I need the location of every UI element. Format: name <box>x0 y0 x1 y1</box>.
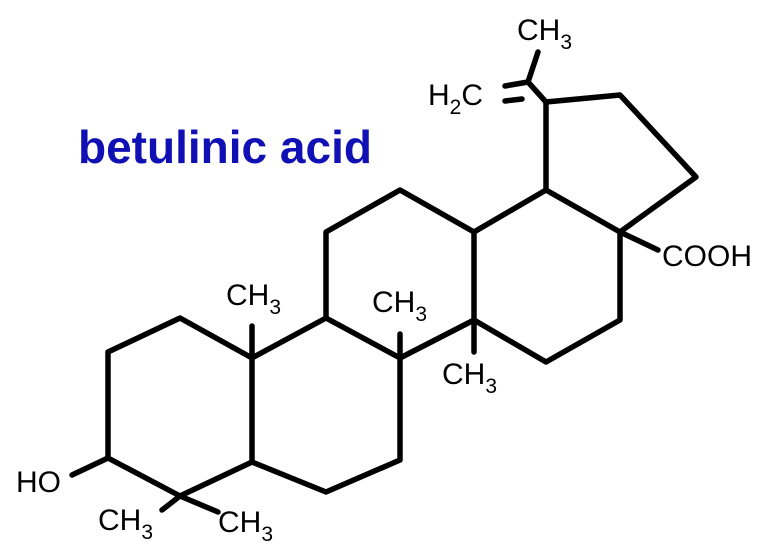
carboxyl-label: COOH <box>662 240 752 273</box>
ring-d <box>471 187 623 365</box>
methyl-c4a-label: CH3 <box>98 504 153 544</box>
methyl-c4b-label: CH3 <box>218 506 273 545</box>
methyl-c10-label: CH3 <box>226 279 281 319</box>
ring-c <box>323 187 477 361</box>
ring-b <box>249 315 403 495</box>
methyl-c14-label: CH3 <box>442 358 497 398</box>
atom-labels: CH3 H2C COOH CH3 CH3 CH3 HO CH3 CH3 <box>16 14 752 545</box>
methyl-c4a-bond <box>159 493 183 513</box>
methylene-double-bond-a <box>502 79 531 89</box>
methyl-c4b-bond <box>177 493 221 515</box>
isopropenyl-methyl-bond <box>525 49 541 85</box>
carboxyl-bond <box>617 229 661 253</box>
ring-e <box>543 92 699 235</box>
ring-a <box>105 315 255 499</box>
methyl-isopropenyl-label: CH3 <box>517 14 572 54</box>
methylene-label: H2C <box>428 79 483 119</box>
methyl-c8-label: CH3 <box>372 286 427 326</box>
skeleton-bonds <box>69 49 699 515</box>
hydroxyl-bond <box>69 455 111 478</box>
methylene-double-bond-b <box>502 96 525 104</box>
hydroxyl-label: HO <box>16 466 61 499</box>
isopropenyl-bond <box>525 79 549 105</box>
compound-title: betulinic acid <box>78 121 372 173</box>
